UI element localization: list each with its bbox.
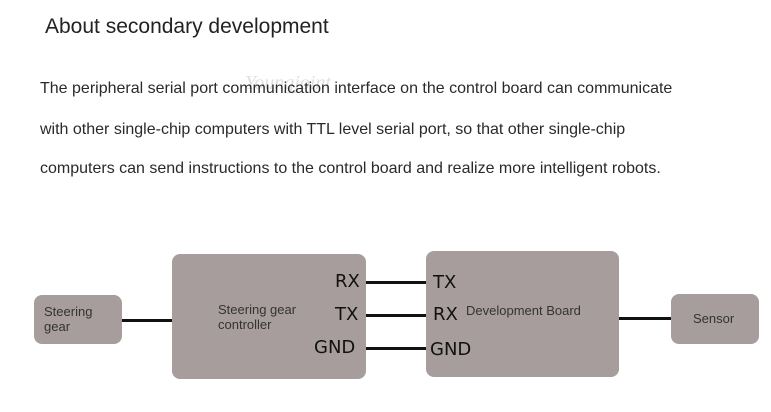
controller-pin-gnd: GND <box>314 337 356 358</box>
controller-label-line-1: Steering gear <box>218 302 297 317</box>
board-pin-rx: RX <box>433 304 458 325</box>
steering-gear-box: Steering gear <box>34 295 122 344</box>
wire-gnd-to-gnd <box>366 347 426 350</box>
development-board-label: Development Board <box>466 303 581 318</box>
board-pin-gnd: GND <box>430 339 472 360</box>
wire-tx-to-rx <box>366 314 426 317</box>
page-title: About secondary development <box>45 15 329 38</box>
wire-servo-to-controller <box>122 319 172 322</box>
controller-label-line-2: controller <box>218 317 272 332</box>
description-line-3: computers can send instructions to the c… <box>40 160 661 177</box>
controller-box: Steering gear controller RX TX GND <box>172 254 366 379</box>
board-pin-tx: TX <box>433 272 457 293</box>
sensor-box: Sensor <box>671 294 759 344</box>
sensor-label: Sensor <box>693 311 735 326</box>
controller-pin-tx: TX <box>335 304 359 325</box>
watermark: Youngjoint <box>245 72 331 94</box>
steering-gear-label-line-2: gear <box>44 319 71 334</box>
wire-rx-to-tx <box>366 281 426 284</box>
steering-gear-label-line-1: Steering <box>44 304 93 319</box>
wire-board-to-sensor <box>619 317 671 320</box>
description-line-2: with other single-chip computers with TT… <box>40 121 626 138</box>
description-line-1: The peripheral serial port communication… <box>40 80 673 97</box>
development-board-box: TX RX GND Development Board <box>426 251 619 377</box>
controller-pin-rx: RX <box>335 271 360 292</box>
